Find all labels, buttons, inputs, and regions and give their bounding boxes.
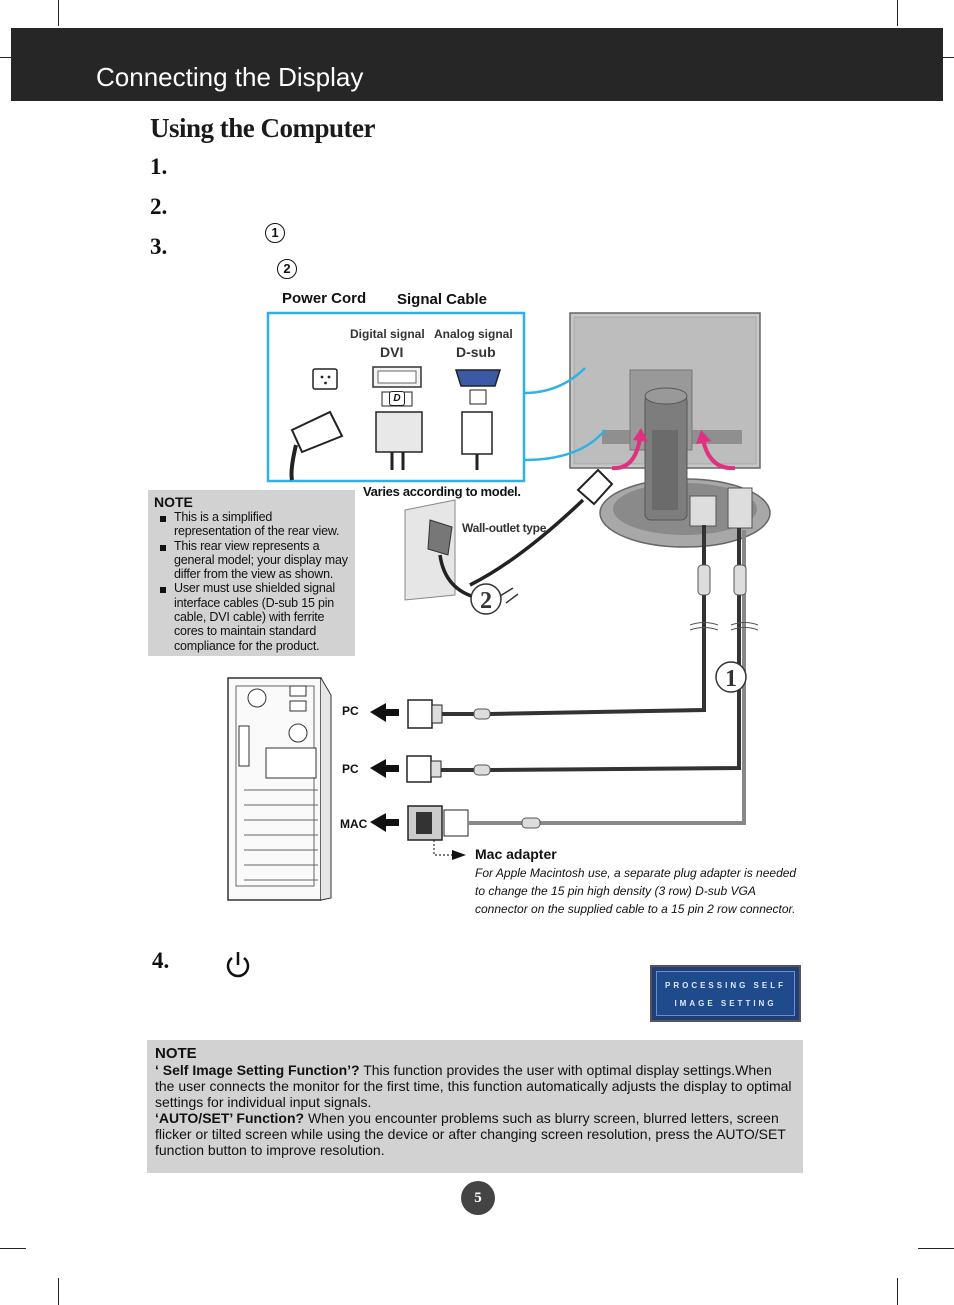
mac-adapter-description: For Apple Macintosh use, a separate plug… (475, 866, 797, 916)
note-paragraph-self-image: ‘ Self Image Setting Function’? This fun… (155, 1062, 795, 1110)
osd-processing-message: PROCESSING SELF IMAGE SETTING (650, 965, 801, 1022)
dvi-d-mark: D (389, 391, 405, 406)
crop-mark (58, 1278, 59, 1305)
dsub-plug (461, 411, 493, 455)
callout-2 (470, 583, 502, 615)
note-box-rear-view: NOTE This is a simplified representation… (148, 490, 355, 656)
note-title: NOTE (154, 494, 193, 510)
note-text: When you encounter problems such as blur… (155, 1110, 786, 1158)
signal-cable-label: Signal Cable (397, 291, 488, 308)
header-bar (11, 28, 943, 101)
note-term: ‘AUTO/SET’ Function? (155, 1110, 305, 1126)
rotate-arrow-left (611, 437, 642, 471)
crop-mark (897, 0, 898, 26)
section-title: Using the Computer (150, 113, 376, 143)
varies-note: Varies according to model. (363, 484, 521, 499)
power-plug (290, 410, 344, 454)
dsub-port (454, 369, 502, 387)
step-marker-1: 1 (265, 223, 285, 243)
analog-signal-label: Analog signal (434, 327, 513, 341)
dsub-label: D-sub (456, 344, 496, 360)
note-text: This function provides the user with opt… (155, 1062, 792, 1110)
power-icon (226, 952, 250, 978)
osd-line-2: IMAGE SETTING (674, 999, 777, 1008)
rotate-arrow-right (701, 439, 736, 471)
note-item: This is a simplified representation of t… (154, 510, 349, 539)
mac-adapter-title: Mac adapter (475, 846, 557, 862)
note-item: This rear view represents a general mode… (154, 539, 349, 582)
step-1-number: 1. (150, 154, 168, 179)
crop-mark (897, 1278, 898, 1305)
crop-mark (58, 0, 59, 26)
svg-text:2: 2 (480, 588, 492, 614)
note-item: User must use shielded signal interface … (154, 581, 349, 653)
step-2-number: 2. (150, 194, 168, 219)
callout-1 (715, 661, 747, 693)
arrow-left-icon (370, 813, 399, 832)
note-paragraph-auto-set: ‘AUTO/SET’ Function? When you encounter … (155, 1110, 795, 1158)
dvi-label: DVI (380, 344, 404, 360)
osd-line-1: PROCESSING SELF (664, 981, 786, 990)
pc-label-2: PC (342, 762, 359, 776)
power-cord-label: Power Cord (282, 290, 367, 307)
note-term: ‘ Self Image Setting Function’? (155, 1062, 360, 1078)
wall-outlet-label: Wall-outlet type (462, 521, 547, 535)
step-4-number: 4. (152, 948, 170, 973)
pc-tower (227, 677, 322, 901)
power-socket (312, 368, 338, 390)
note-title: NOTE (155, 1045, 197, 1062)
svg-text:1: 1 (725, 666, 737, 692)
step-marker-2: 2 (277, 259, 297, 279)
page-header-title: Connecting the Display (96, 62, 364, 92)
note-box-self-image: NOTE ‘ Self Image Setting Function’? Thi… (147, 1040, 803, 1173)
crop-mark (918, 1248, 954, 1249)
page-number: 5 (461, 1181, 495, 1215)
digital-signal-label: Digital signal (350, 327, 425, 341)
arrow-left-icon (370, 703, 399, 722)
dotted-arrow-icon (433, 840, 452, 856)
mac-label: MAC (340, 817, 368, 831)
arrow-left-icon (370, 759, 399, 778)
pc-label-1: PC (342, 704, 359, 718)
step-3-number: 3. (150, 234, 168, 259)
crop-mark (0, 1248, 26, 1249)
dvi-plug (375, 411, 423, 453)
